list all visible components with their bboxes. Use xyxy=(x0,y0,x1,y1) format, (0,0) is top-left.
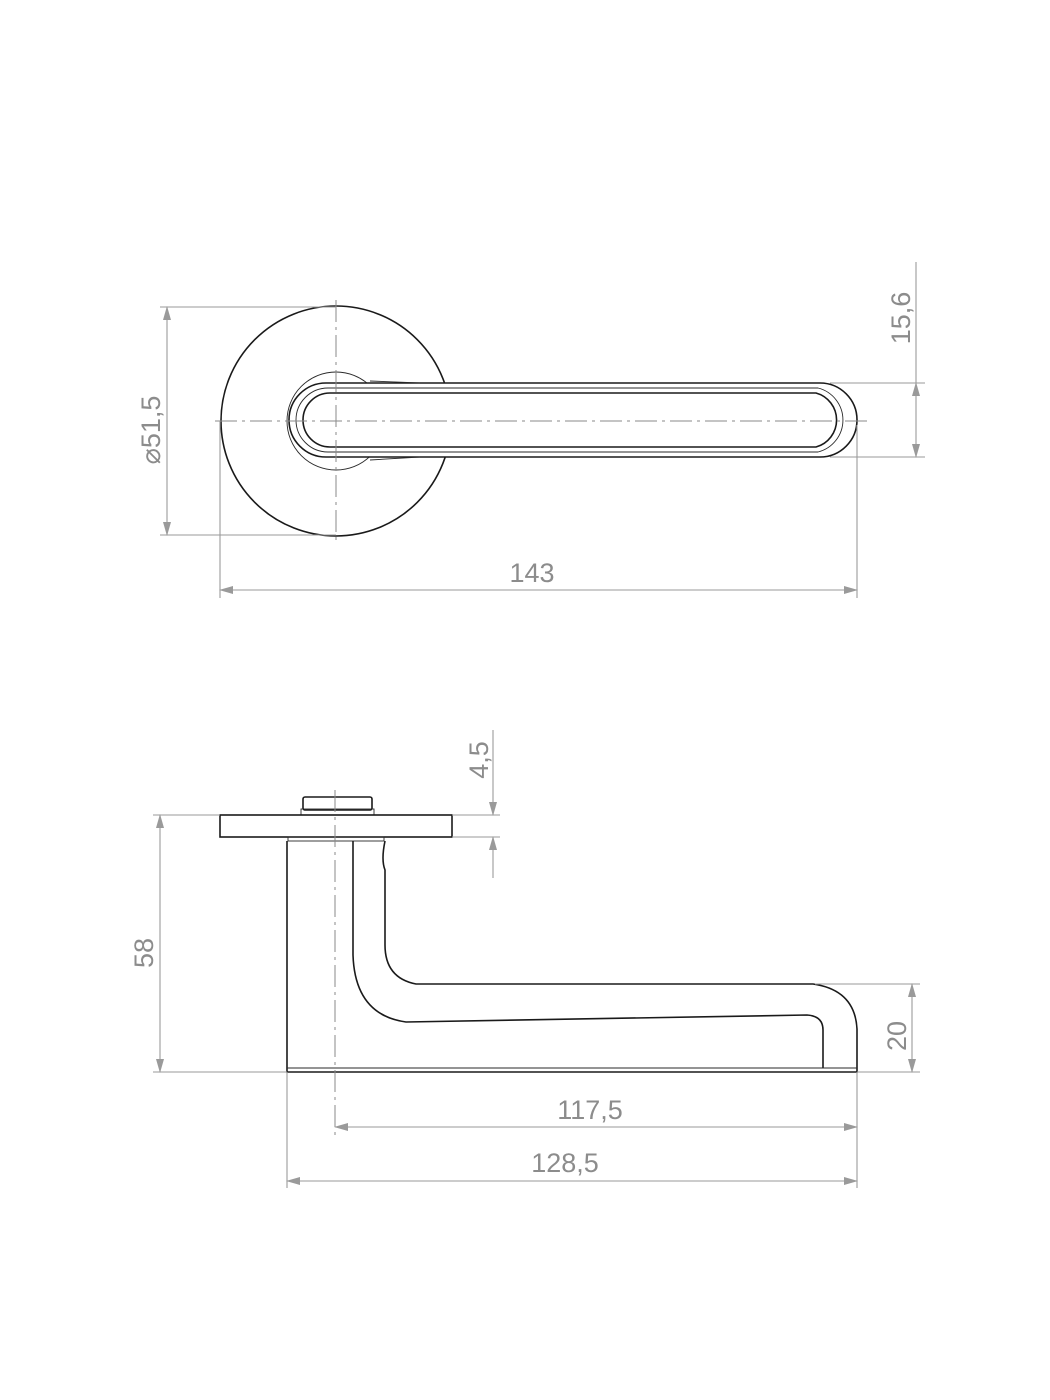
reach-label: 117,5 xyxy=(557,1095,623,1125)
side-view: 58 4,5 20 117,5 128,5 xyxy=(129,730,920,1188)
width-label: 15,6 xyxy=(886,292,916,345)
rose-plate xyxy=(219,814,453,838)
lever-neck-bottom xyxy=(369,456,421,461)
diameter-label: ⌀51,5 xyxy=(136,396,166,465)
grip-height-label: 20 xyxy=(882,1021,912,1051)
length-label: 143 xyxy=(509,558,554,588)
rose-collar xyxy=(287,836,385,842)
lever-body-outline xyxy=(286,840,858,1073)
lever-neck-top xyxy=(369,380,421,384)
lever-inner-line-1 xyxy=(295,387,844,453)
rose-thickness-label: 4,5 xyxy=(464,741,494,779)
projection-label: 128,5 xyxy=(531,1148,599,1178)
lever-outline xyxy=(288,382,858,458)
top-view: ⌀51,5 143 15,6 xyxy=(136,262,925,598)
height-label: 58 xyxy=(129,938,159,968)
lever-inner-edge xyxy=(352,841,824,1068)
lever-inner-line-2 xyxy=(302,392,838,448)
spindle-cap xyxy=(302,796,373,811)
